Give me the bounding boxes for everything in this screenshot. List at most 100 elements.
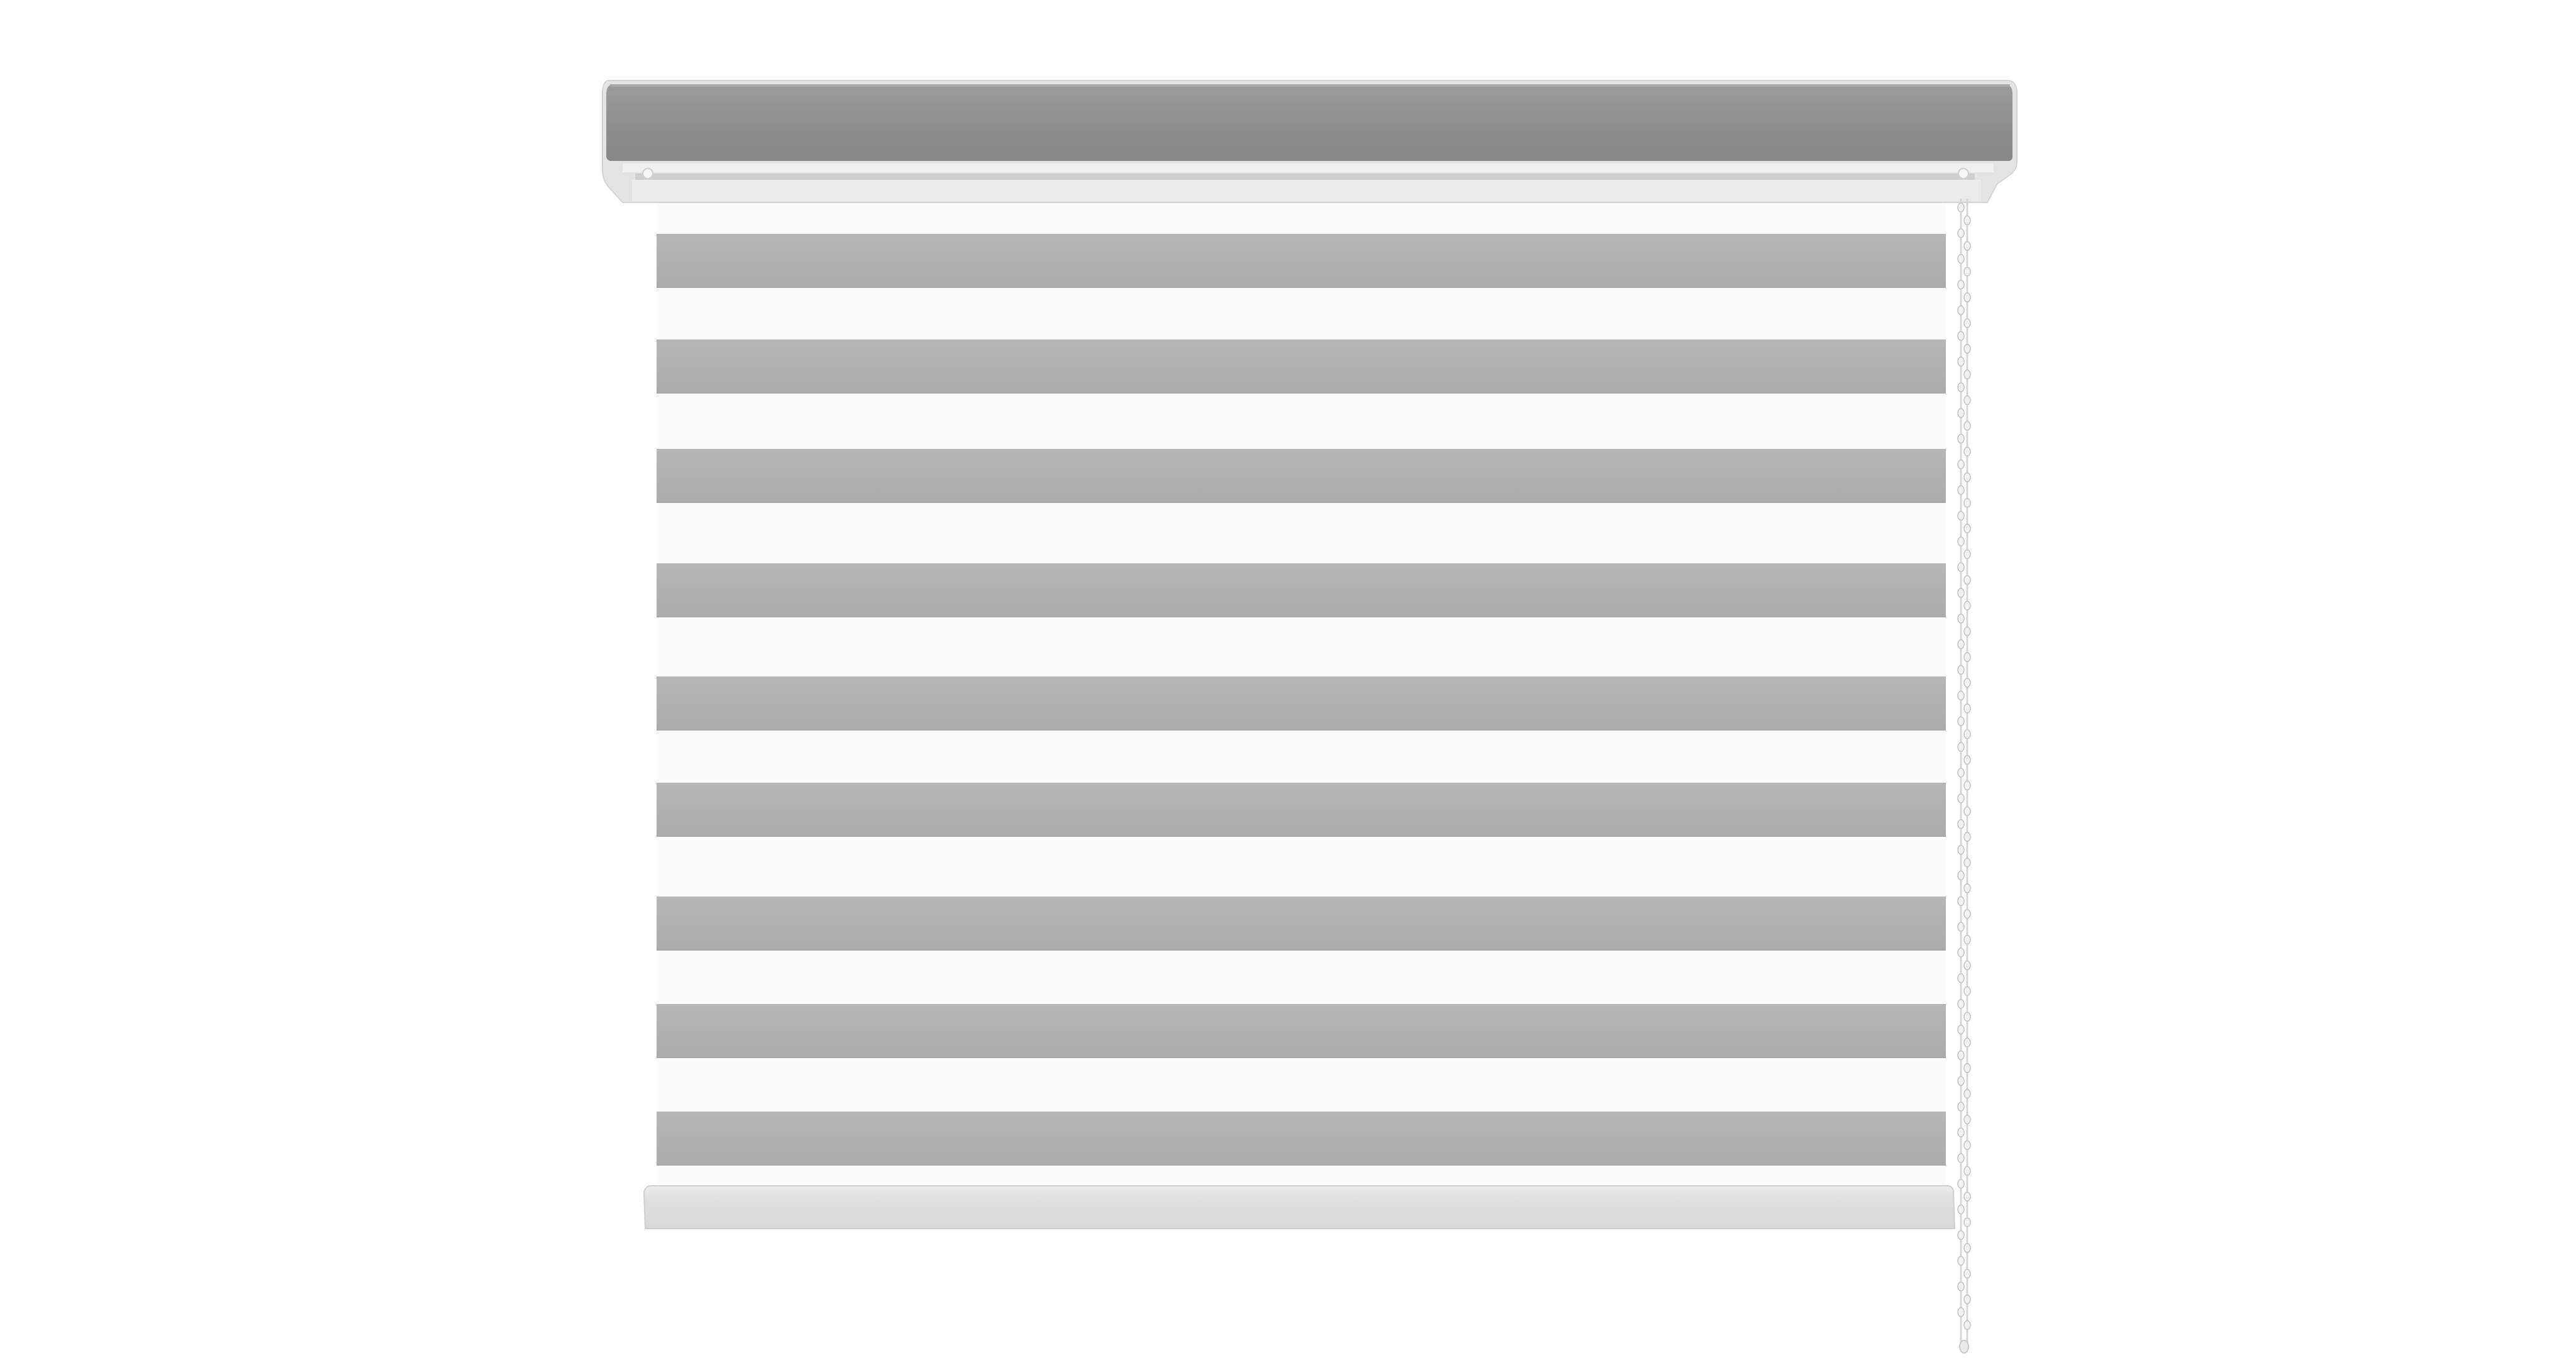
chain-bead [1957,768,1965,778]
chain-bead [1963,575,1971,585]
chain-bead [1963,986,1971,996]
chain-bead [1963,1012,1971,1022]
fabric-band [657,1112,1946,1166]
chain-bead [1963,1191,1971,1201]
chain-bead [1963,678,1971,688]
chain-bead [1957,1050,1965,1061]
chain-bead [1957,562,1965,572]
chain-bead [1957,356,1965,367]
chain-bead [1957,999,1965,1009]
chain-bead [1957,511,1965,521]
chain-bead [1957,896,1965,907]
cassette-inner [632,180,1981,201]
chain-bead [1957,382,1965,392]
chain-bead [1963,1089,1971,1099]
chain-bead [1957,253,1965,264]
chain-bead [1963,395,1971,406]
chain-bead [1963,1037,1971,1047]
chain-bead [1957,1307,1965,1317]
chain-bead [1957,279,1965,290]
chain-end-stop [1959,1340,1969,1354]
chain-bead [1963,626,1971,636]
chain-bead [1957,202,1965,213]
chain-bead [1963,344,1971,354]
chain-bead [1957,331,1965,341]
fabric-band [657,897,1946,951]
chain-bead [1957,536,1965,546]
chain-bead [1957,1230,1965,1240]
chain-bead [1957,459,1965,470]
cassette-front-cover [606,84,2012,161]
chain-bead [1963,1063,1971,1073]
chain-bead [1957,870,1965,881]
chain-bead [1957,408,1965,418]
right-end-cap [1958,168,1969,179]
chain-bead [1957,1101,1965,1112]
fabric-band [657,676,1946,731]
chain-bead [1963,267,1971,277]
fabric-band [657,783,1946,837]
chain-bead [1963,369,1971,380]
chain-bead [1957,690,1965,701]
fabric-band-edge [657,502,1946,503]
chain-bead [1963,934,1971,945]
chain-bead [1957,973,1965,983]
fabric-band-edge [657,1057,1946,1058]
left-end-cap [642,168,653,179]
fabric-band [657,449,1946,503]
chain-bead [1963,215,1971,226]
chain-bead [1963,1114,1971,1125]
chain-bead [1963,883,1971,893]
bottom-rail-body [643,1185,1956,1229]
chain-bead [1963,704,1971,714]
chain-bead [1957,1179,1965,1189]
fabric-band-edge [657,836,1946,837]
chain-bead [1963,652,1971,662]
chain-bead [1963,832,1971,842]
fabric-band-edge [657,287,1946,288]
fabric-band [657,1004,1946,1058]
chain-bead [1957,793,1965,803]
chain-bead [1963,524,1971,534]
chain-bead [1957,1076,1965,1086]
chain-bead [1963,318,1971,328]
chain-bead [1957,1127,1965,1137]
fabric-band [657,340,1946,394]
chain-bead [1957,947,1965,958]
fabric-band [657,234,1946,288]
chain-bead [1963,472,1971,482]
chain-bead [1957,716,1965,727]
chain-bead [1957,305,1965,316]
fabric-band-edge [657,949,1946,951]
chain-bead [1957,1153,1965,1163]
chain-bead [1963,241,1971,251]
chain-bead [1957,1024,1965,1035]
chain-bead [1957,665,1965,675]
fabric-band-edge [657,729,1946,731]
chain-bead [1963,1217,1971,1227]
chain-bead [1957,485,1965,495]
chain-bead [1957,819,1965,829]
chain-bead [1963,780,1971,791]
cassette-highlight [610,84,2010,87]
chain-bead [1957,228,1965,238]
blind-fabric [657,200,1946,1184]
chain-bead [1963,960,1971,971]
chain-bead [1963,498,1971,508]
fabric-band-edge [657,392,1946,394]
fabric-band [657,563,1946,617]
chain-bead [1957,1256,1965,1266]
cassette-inner-shadow [635,174,1975,180]
chain-bead [1957,1204,1965,1215]
headrail-cassette [602,80,2018,203]
chain-bead [1963,806,1971,817]
bead-chain[interactable] [1957,199,1971,1354]
chain-bead [1963,754,1971,765]
chain-bead [1963,446,1971,456]
chain-bead [1963,1140,1971,1151]
bottom-rail [643,1185,1956,1229]
chain-bead [1957,588,1965,598]
fabric-band-edge [657,1164,1946,1166]
chain-bead [1957,922,1965,932]
